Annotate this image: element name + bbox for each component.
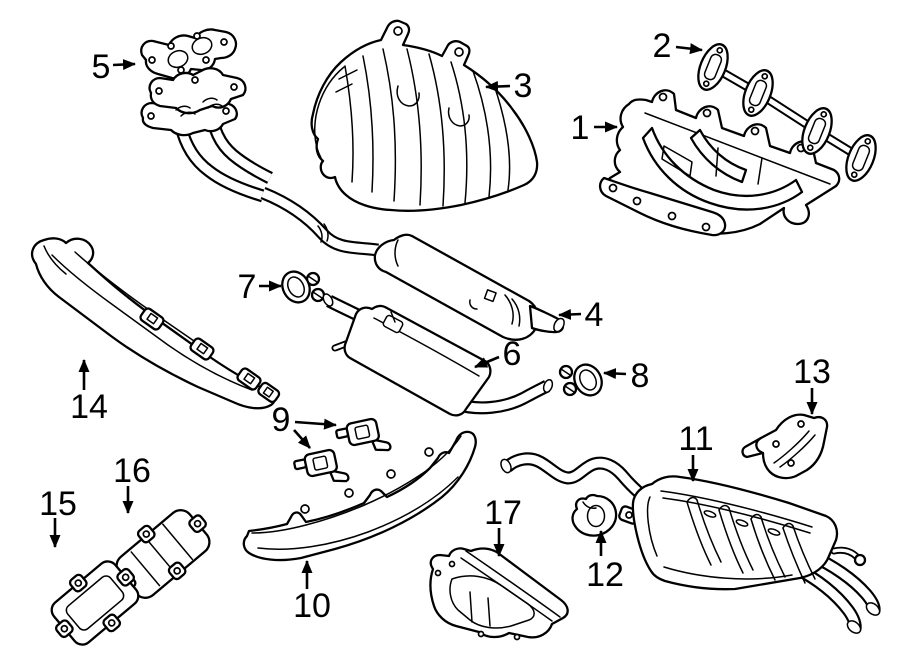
callout-3-arrow	[485, 81, 511, 92]
callout-6-label: 6	[503, 335, 522, 373]
callout-4-arrow	[558, 308, 582, 320]
part-rear-muffler-drawing	[500, 452, 881, 634]
part-heat-shield-small-upper-drawing	[115, 509, 211, 599]
callout-5-arrow	[112, 59, 136, 71]
part-heat-shield-rear-drawing	[429, 547, 569, 641]
callout-10-label: 10	[293, 587, 331, 625]
part-manifold-gasket-drawing	[697, 43, 877, 182]
part-flange-gasket-drawing	[140, 28, 238, 80]
part-heat-shield-front-drawing	[30, 237, 281, 410]
callout-14-label: 14	[70, 388, 108, 426]
part-exhaust-manifold-drawing	[598, 89, 841, 237]
callout-11-label: 11	[678, 420, 713, 458]
part-front-pipe-catalytic-converter-drawing	[140, 67, 565, 341]
callout-1-label: 1	[571, 109, 590, 147]
part-heat-shield-upper-drawing	[310, 19, 539, 212]
part-clamp-rear-drawing	[558, 363, 603, 397]
part-heat-shield-floor-drawing	[242, 430, 477, 562]
callout-2-label: 2	[653, 27, 672, 65]
callout-9-label: 9	[272, 401, 291, 439]
part-hanger-drawing	[571, 493, 618, 537]
callout-15-label: 15	[39, 485, 77, 523]
part-bracket-clips-drawing	[293, 417, 392, 483]
callout-13-label: 13	[793, 353, 831, 391]
part-resonator-drawing	[322, 293, 554, 417]
callout-2-arrow	[675, 43, 703, 55]
callout-17-label: 17	[484, 494, 522, 532]
part-clamp-front-drawing	[281, 270, 326, 304]
callout-8-arrow	[603, 368, 627, 380]
callout-7-label: 7	[238, 268, 257, 306]
callout-4-label: 4	[585, 296, 604, 334]
callout-16-label: 16	[113, 452, 151, 490]
callout-3-label: 3	[514, 67, 533, 105]
callout-9-arrow-2	[293, 429, 311, 449]
part-bracket-drawing	[741, 413, 829, 480]
callout-8-label: 8	[631, 357, 650, 395]
callout-6-arrow	[474, 355, 500, 369]
callout-12-label: 12	[586, 556, 624, 594]
part-heat-shield-small-left-drawing	[50, 560, 140, 646]
callout-5-label: 5	[92, 48, 111, 86]
callout-9-arrow-1	[294, 418, 337, 430]
